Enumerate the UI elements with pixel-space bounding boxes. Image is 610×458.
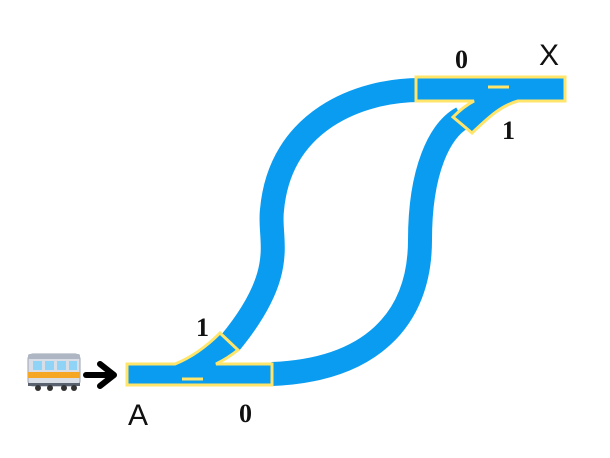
train-icon [27,353,81,391]
label-start: A [128,399,148,432]
label-end: X [539,39,559,72]
switch-bottom[interactable] [125,330,274,387]
tracks [220,78,469,386]
arrow-right-icon [83,361,117,389]
label-switch-top-upper: 0 [455,45,468,74]
track-lower-curve [271,107,469,386]
label-switch-bottom-upper: 1 [196,313,209,342]
track-upper-curve [220,78,421,351]
label-switch-top-lower: 1 [502,116,515,145]
label-switch-bottom-lower: 0 [239,399,252,428]
switch-top-body [414,75,567,136]
switch-bottom-body [125,330,274,387]
switch-top[interactable] [414,75,567,136]
